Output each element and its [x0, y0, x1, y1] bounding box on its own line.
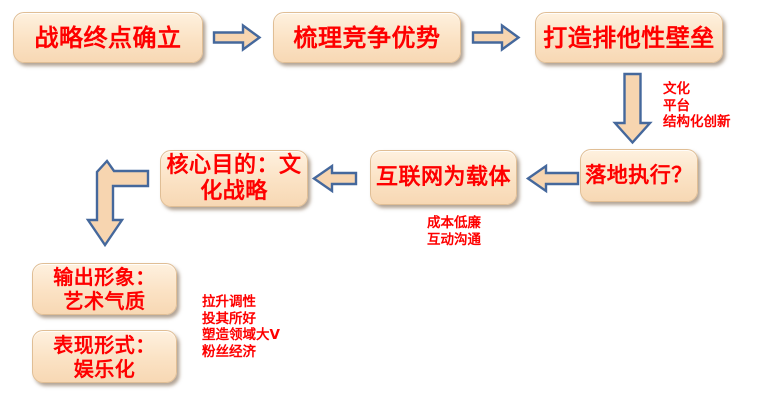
note-line: 结构化创新: [663, 114, 731, 130]
box-internet-carrier-label: 互联网为载体: [375, 164, 511, 190]
box-competitive-advantage: 梳理竞争优势: [273, 12, 461, 63]
arrow-bent-down-icon: [85, 159, 150, 248]
box-output-image-label-line2: 艺术气质: [63, 289, 146, 313]
box-core-purpose-label-line2: 化战略: [200, 178, 268, 204]
note-persona-points: 拉升调性 投其所好 塑造领域大V 粉丝经济: [202, 294, 280, 360]
note-line: 塑造领域大V: [202, 327, 280, 343]
box-expression-form-label-line1: 表现形式：: [53, 332, 156, 357]
box-expression-form: 表现形式： 娱乐化: [32, 330, 177, 383]
arrow-right-icon-2: [471, 23, 521, 52]
box-execution-label: 落地执行？: [585, 163, 693, 187]
arrow-right-icon-1: [212, 23, 262, 52]
box-core-purpose: 核心目的：文 化战略: [160, 150, 308, 207]
box-expression-form-label-line2: 娱乐化: [73, 356, 136, 381]
box-execution: 落地执行？: [580, 149, 698, 202]
note-line: 互动沟通: [427, 231, 481, 248]
box-competitive-advantage-label: 梳理竞争优势: [293, 23, 441, 52]
note-line: 投其所好: [202, 310, 256, 327]
note-line: 成本低廉: [427, 215, 481, 231]
arrow-left-icon-2: [311, 163, 358, 194]
note-internet-points: 成本低廉 互动沟通: [427, 215, 481, 248]
arrow-down-icon: [612, 72, 653, 145]
box-core-purpose-label-line1: 核心目的：文: [166, 152, 302, 178]
arrow-left-icon-1: [525, 163, 580, 194]
box-output-image-label-line1: 输出形象：: [53, 265, 156, 289]
box-exclusive-barrier: 打造排他性壁垒: [535, 12, 723, 63]
box-strategy-endpoint-label: 战略终点确立: [34, 23, 182, 52]
box-output-image: 输出形象： 艺术气质: [32, 263, 177, 315]
note-line: 拉升调性: [202, 294, 256, 310]
note-line: 粉丝经济: [202, 343, 256, 360]
note-barrier-points: 文化 平台 结构化创新: [663, 81, 731, 131]
note-line: 平台: [663, 97, 690, 114]
box-exclusive-barrier-label: 打造排他性壁垒: [543, 23, 715, 52]
box-internet-carrier: 互联网为载体: [370, 150, 517, 205]
box-strategy-endpoint: 战略终点确立: [13, 12, 203, 63]
note-line: 文化: [663, 81, 690, 97]
